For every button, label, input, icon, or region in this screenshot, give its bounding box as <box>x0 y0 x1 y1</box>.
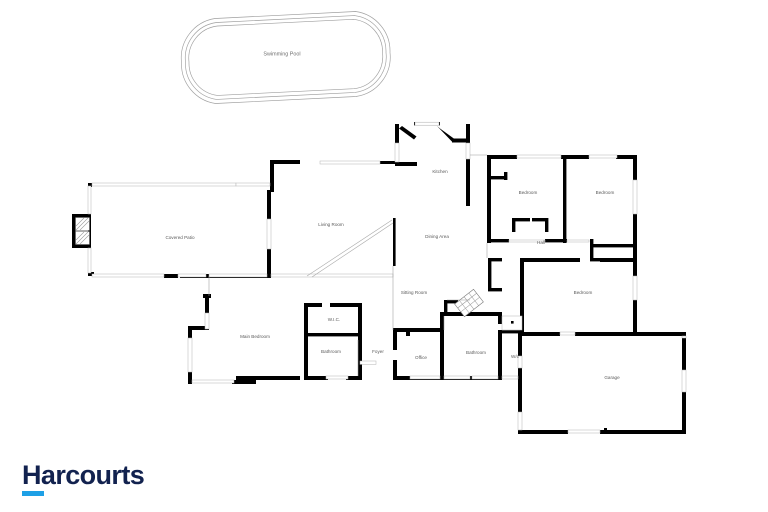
room-label-bathroom-2: Bathroom <box>466 350 486 355</box>
fireplace-hatch <box>75 217 90 245</box>
footer-faint-marks <box>0 486 768 504</box>
room-label-main-bedroom: Main Bedroom <box>240 334 270 339</box>
room-label-kitchen: Kitchen <box>432 169 448 174</box>
room-label-hall: Hall <box>537 240 545 245</box>
room-label-bedroom-3: Bedroom <box>574 290 593 295</box>
room-label-covered-patio: Covered Patio <box>165 235 195 240</box>
room-label-sitting-room: Sitting Room <box>401 290 427 295</box>
room-label-living-room: Living Room <box>318 222 344 227</box>
room-label-dining-area: Dining Area <box>425 234 449 239</box>
brand-accent-bar <box>22 491 44 496</box>
room-label-wc: W/c <box>511 354 520 359</box>
wall-layer <box>72 122 686 434</box>
room-label-office: Office <box>415 355 427 360</box>
brand-wordmark: Harcourts <box>22 460 145 490</box>
stair-diamond <box>454 288 484 318</box>
detail-layer <box>75 154 523 376</box>
room-label-bedroom-1: Bedroom <box>519 190 538 195</box>
room-label-garage: Garage <box>604 375 620 380</box>
swimming-pool: Swimming Pool <box>180 11 391 104</box>
room-label-bathroom-main: Bathroom <box>321 349 341 354</box>
room-label-wic: W.I.C. <box>328 317 341 322</box>
openings-layer <box>87 121 687 434</box>
pool-label: Swimming Pool <box>263 51 300 57</box>
harcourts-logo: Harcourts <box>22 460 145 496</box>
room-label-bedroom-2: Bedroom <box>596 190 615 195</box>
room-labels: Covered Patio Living Room Kitchen Dining… <box>165 169 620 380</box>
room-label-foyer: Foyer <box>372 349 384 354</box>
